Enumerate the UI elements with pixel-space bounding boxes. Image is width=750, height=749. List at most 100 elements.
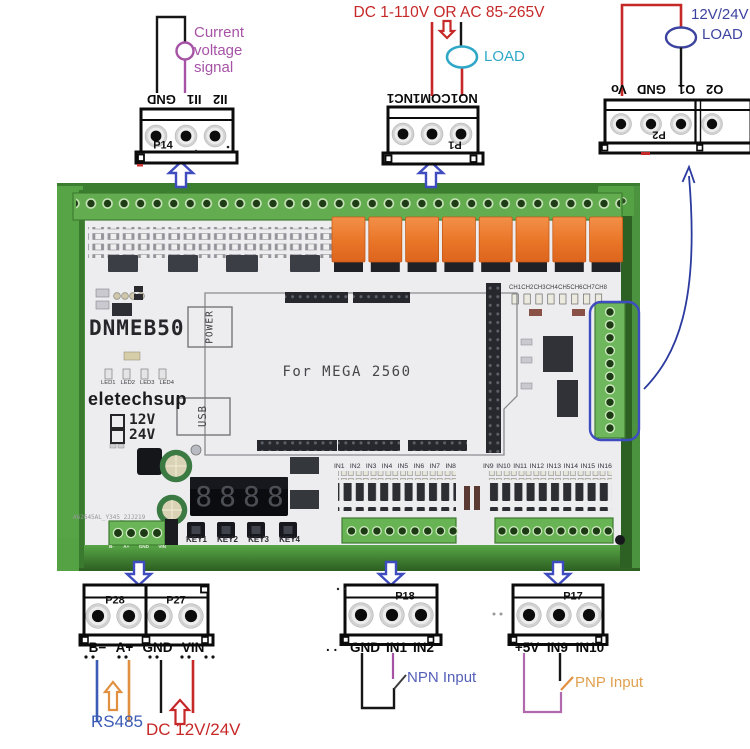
mounting-screw (615, 535, 625, 545)
terminal-pin-label: A+ (123, 544, 130, 549)
input-label: IN8 (445, 463, 456, 470)
channel-label: CH2 (521, 285, 534, 291)
pin-label: O2 (706, 81, 724, 97)
pnp-switch-symbol (560, 676, 574, 691)
pin-label: GND (146, 91, 176, 107)
usb-silkscreen-box (176, 397, 231, 436)
channel-label: CH3 (533, 285, 546, 291)
p28-name: P28 (105, 594, 125, 607)
board-serial: A62645AL_Y345_2JJ219 (73, 514, 146, 521)
pin-label: GND (349, 640, 380, 656)
p2-name: P2 (652, 128, 666, 141)
pin-label: VIN (181, 640, 205, 656)
dc-supply-label: DC 12V/24V (146, 720, 241, 739)
p14-pin-labels: GND II1 II2 (141, 91, 233, 107)
voltage-option-12v: 12V (129, 412, 156, 428)
arrow-down-p17 (542, 560, 574, 587)
pin-label: GND (142, 640, 173, 656)
signal-source-symbol (175, 41, 195, 61)
input-label: IN6 (413, 463, 425, 470)
input-label: IN15 (580, 463, 595, 470)
arrow-up-rs485 (102, 680, 124, 712)
input-label: IN4 (381, 463, 393, 470)
pin-label: IN1 (385, 640, 407, 656)
terminal-pin-label: B- (109, 544, 114, 549)
mains-rating-label: DC 1-110V OR AC 85-265V (353, 4, 545, 21)
channel-label: CH7 (582, 285, 595, 291)
terminal-pin-label: GND (138, 544, 149, 549)
input-label: IN11 (513, 463, 528, 470)
connector-p1 (381, 105, 485, 166)
p1-name: P1 (448, 138, 462, 151)
pin-label: A+ (115, 640, 134, 656)
pin-label: IN9 (546, 640, 568, 656)
note-line: signal (194, 59, 234, 76)
p17-name: P17 (563, 590, 583, 603)
onboard-power-terminal (108, 519, 178, 546)
pin-label: GND (637, 81, 667, 97)
status-led-row (104, 368, 167, 380)
key-label: KEY2 (217, 535, 238, 544)
usb-label: USB (196, 405, 209, 427)
connector-diagrams (78, 98, 750, 659)
pin-label: IN10 (575, 640, 605, 656)
input-sections (338, 471, 614, 544)
channel-led-row (511, 293, 603, 305)
dc-load-label: LOAD (702, 26, 743, 43)
curved-callout-arrow (643, 175, 693, 390)
dc-load-voltage-label: 12V/24V (691, 6, 749, 23)
key-label: KEY3 (248, 535, 269, 544)
pin-label: II1 (186, 91, 202, 107)
pnp-input-label: PNP Input (575, 674, 644, 691)
npn-gnd-wire (360, 653, 396, 710)
p14-name: P14 (153, 139, 173, 152)
pin-label: II2 (212, 91, 228, 107)
connector-p28-p27 (78, 583, 215, 659)
led-label: LED4 (159, 380, 174, 386)
note-line: Current (194, 24, 245, 41)
vo-wire (620, 3, 683, 96)
input-label: IN1 (334, 463, 345, 470)
note-line: voltage (194, 41, 243, 59)
p18-pin-labels: GND IN1 IN2 (347, 640, 437, 656)
pin-label: NO1 (451, 90, 478, 106)
voltage-option-24v: 24V (129, 427, 156, 443)
arrow-down-p28 (123, 560, 155, 587)
current-voltage-signal-note: Current voltage signal (194, 24, 244, 77)
channel-label: CH4 (545, 285, 558, 291)
arrow-down-mains (437, 19, 457, 40)
key-label: KEY4 (279, 535, 300, 544)
pin-label: COM1 (413, 90, 451, 106)
arrow-up-p1 (415, 160, 447, 189)
relay-bank (331, 216, 623, 272)
arrow-up-p14 (165, 160, 197, 189)
p28-p27-pin-labels: B− A+ GND VIN (84, 640, 209, 656)
pin-label: O1 (677, 81, 695, 97)
input-label: IN12 (529, 463, 545, 470)
pin-label: IN2 (412, 640, 434, 656)
input-label: IN9 (483, 463, 494, 470)
misc-components (95, 286, 578, 417)
p27-name: P27 (166, 594, 186, 607)
channel-label: CH5 (558, 285, 571, 291)
led-label: LED1 (101, 380, 116, 386)
npn-switch-symbol (393, 674, 407, 690)
key-buttons (187, 522, 297, 538)
right-output-terminal (594, 302, 626, 439)
power-silkscreen-box (187, 306, 233, 348)
connector-p17 (492, 583, 609, 646)
pcb-module-photo (57, 183, 640, 571)
pin-label: NC1 (387, 90, 414, 106)
gnd-wire-top-left (155, 15, 187, 93)
arrow-up-supply (168, 698, 192, 726)
pin-label: B− (88, 640, 107, 656)
